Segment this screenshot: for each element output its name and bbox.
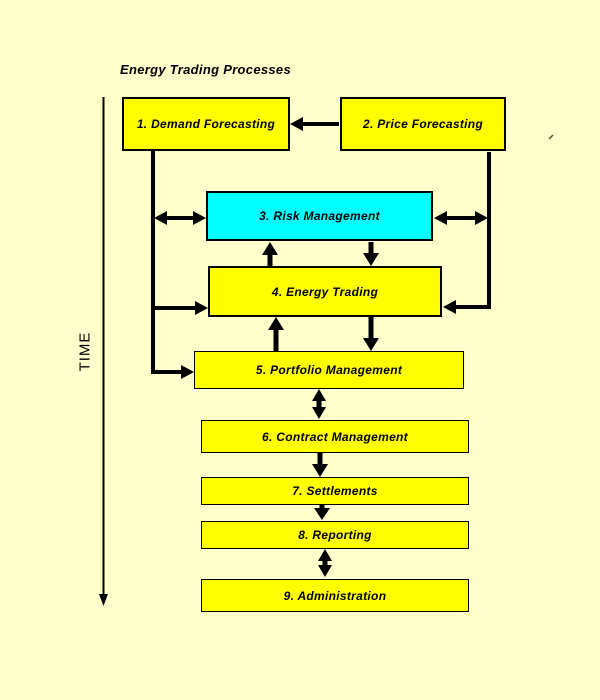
- process-box-label: 9. Administration: [283, 588, 387, 603]
- arrow-reporting-administration-double: [318, 549, 332, 577]
- process-box-label: 4. Energy Trading: [271, 284, 379, 299]
- process-box-label: 7. Settlements: [292, 484, 378, 498]
- process-box-energy-trading: 4. Energy Trading: [208, 266, 442, 317]
- arrow-settlements-to-reporting: [314, 505, 330, 520]
- arrow-price-to-demand: [290, 117, 339, 131]
- process-box-reporting: 8. Reporting: [201, 521, 469, 549]
- arrow-risk-right-riser-double: [434, 211, 488, 225]
- process-box-demand-forecasting: 1. Demand Forecasting: [122, 97, 290, 151]
- process-box-label: 3. Risk Management: [259, 209, 380, 223]
- process-box-label: 8. Reporting: [298, 528, 372, 542]
- process-box-administration: 9. Administration: [201, 579, 469, 612]
- diagram-title: Energy Trading Processes: [120, 62, 291, 77]
- arrow-portfolio-to-trading-up: [268, 317, 284, 351]
- arrow-risk-to-trading-down: [363, 242, 379, 266]
- process-box-label: 6. Contract Management: [262, 429, 408, 444]
- process-box-settlements: 7. Settlements: [201, 477, 469, 505]
- arrow-contract-to-settlements: [312, 453, 328, 477]
- connector-left-riser: [151, 150, 194, 379]
- arrow-left-riser-to-trading: [155, 301, 208, 315]
- arrow-trading-to-risk-up: [262, 242, 278, 266]
- process-box-label: 1. Demand Forecasting: [136, 117, 276, 131]
- stray-mark: [548, 134, 554, 140]
- process-box-label: 5. Portfolio Management: [255, 363, 403, 377]
- process-box-risk-management: 3. Risk Management: [206, 191, 433, 241]
- process-box-contract-management: 6. Contract Management: [201, 420, 469, 453]
- arrow-left-riser-risk-double: [154, 211, 206, 225]
- arrow-trading-to-portfolio-down: [363, 317, 379, 351]
- process-box-label: 2. Price Forecasting: [362, 117, 484, 131]
- arrow-portfolio-contract-double: [312, 389, 326, 419]
- process-box-portfolio-management: 5. Portfolio Management: [194, 351, 464, 389]
- process-box-price-forecasting: 2. Price Forecasting: [340, 97, 506, 151]
- time-axis-arrow: [99, 97, 108, 606]
- connector-right-riser: [443, 152, 491, 314]
